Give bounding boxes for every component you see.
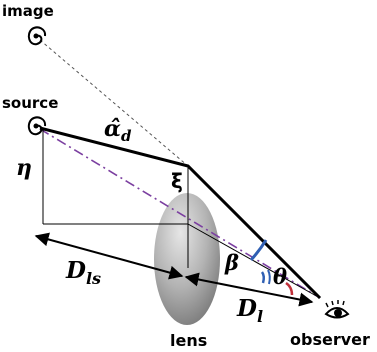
observer-label: observer	[290, 330, 370, 349]
beta-arc-inner-2	[267, 269, 271, 285]
xi-label: ξ	[171, 169, 183, 193]
dls-arrow	[34, 232, 184, 280]
beta-arc-outer	[249, 239, 268, 262]
dl-arrow	[184, 272, 314, 307]
source-label: source	[2, 94, 58, 112]
source-observer-line	[39, 128, 321, 299]
beta-arc-inner	[260, 271, 266, 284]
eta-label: η	[16, 155, 32, 181]
image-label: image	[2, 2, 54, 20]
lens-ellipse	[154, 193, 220, 325]
theta-arc	[285, 281, 294, 296]
lens-label: lens	[170, 331, 207, 350]
image-sightline	[39, 39, 189, 167]
theta-label: θ	[273, 264, 287, 289]
observer-eye-icon	[324, 300, 350, 319]
dls-label: Dls	[65, 257, 101, 288]
source-galaxy-icon	[27, 116, 47, 136]
beta-label: β	[224, 250, 239, 275]
image-galaxy-icon	[27, 26, 47, 46]
dl-label: Dl	[236, 295, 263, 326]
alpha-d-label: α̂d	[104, 116, 132, 145]
